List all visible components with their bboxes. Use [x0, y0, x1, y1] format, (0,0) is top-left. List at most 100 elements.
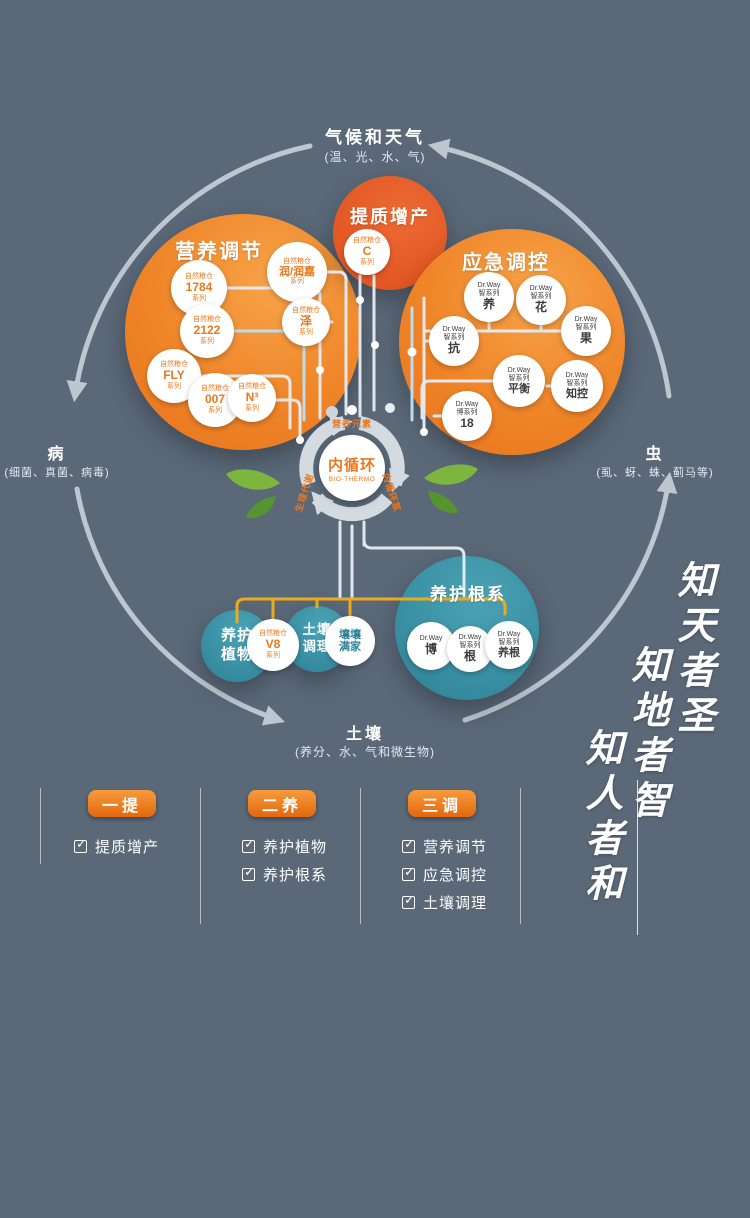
legend-item-label: 提质增产 [95, 839, 160, 856]
product-brand: 自然粮仓 [238, 383, 266, 391]
product-suffix: 系列 [167, 382, 181, 390]
product-suffix: 系列 [208, 406, 222, 414]
legend-button-eryang: 二养 [248, 790, 316, 817]
cycle-arrow-top-to-left [66, 143, 313, 403]
checkbox-checked-icon [402, 836, 416, 853]
product-name: 养根 [498, 646, 520, 659]
product-suffix: 系列 [200, 337, 214, 345]
product-circle-yanggen: Dr.Way 智系列 养根 [485, 621, 533, 669]
checkbox-checked-icon [402, 892, 416, 909]
product-brand: Dr.Way [442, 326, 466, 334]
product-circle-18: Dr.Way 博系列 18 [442, 391, 492, 441]
cluster-title-root-care: 养护根系 [430, 585, 506, 604]
product-brand: Dr.Way [419, 635, 443, 643]
legend-item-label: 土壤调理 [423, 895, 488, 912]
product-brand: 自然粮仓 [193, 316, 221, 324]
product-name: 1784 [185, 280, 213, 295]
outer-label-disease: 病 [47, 446, 67, 463]
legend-item: 土壤调理 [402, 892, 552, 913]
checkbox-checked-icon [242, 864, 256, 881]
product-name: 根 [463, 649, 476, 664]
product-circle-hua: Dr.Way 智系列 花 [516, 275, 566, 325]
legend-button-yiti: 一提 [88, 790, 156, 817]
product-suffix: 系列 [360, 258, 374, 266]
center-hub: 内循环 BIO-THERMO [319, 435, 385, 501]
product-name: 润/润嘉 [278, 265, 316, 278]
product-name: 泽 [299, 314, 312, 329]
product-name: 养 [482, 297, 495, 312]
product-brand: 自然粮仓 [292, 307, 320, 315]
product-series: 智系列 [530, 293, 552, 301]
legend-item-label: 营养调节 [423, 839, 488, 856]
hub-segment-top: 营养元素 [331, 419, 372, 429]
product-brand: Dr.Way [455, 401, 479, 409]
product-name: 满家 [339, 641, 361, 653]
recycle-ring [299, 414, 410, 522]
hub-subtitle: BIO-THERMO [328, 475, 376, 483]
outer-sublabel-disease: (细菌、真菌、病毒) [4, 467, 110, 479]
product-circle-guo: Dr.Way 智系列 果 [561, 306, 611, 356]
product-suffix: 系列 [245, 404, 259, 412]
product-series: 智系列 [459, 642, 481, 650]
product-circle-kang: Dr.Way 智系列 抗 [429, 316, 479, 366]
legend-divider [520, 788, 521, 924]
leaf-icon [246, 496, 276, 519]
product-circle-c-series: 自然粮仓 C 系列 [344, 229, 390, 275]
legend-item: 应急调控 [402, 864, 552, 885]
cluster-title-nutrition: 营养调节 [175, 241, 263, 263]
product-circle-run: 自然粮仓 润/润嘉 系列 [267, 242, 327, 302]
product-circle-ze: 自然粮仓 泽 系列 [282, 298, 330, 346]
calligraphy-divider-line [637, 780, 638, 935]
product-brand: 自然粮仓 [259, 630, 287, 638]
plant-care-title: 养护植物 [220, 627, 253, 663]
legend-divider [200, 788, 201, 924]
product-series: 智系列 [478, 290, 500, 298]
product-brand: Dr.Way [458, 634, 482, 642]
product-name: 2122 [193, 323, 221, 338]
product-brand: 自然粮仓 [353, 237, 381, 245]
node-dots [296, 296, 428, 444]
cycle-arrow-bottom-to-right [462, 471, 678, 723]
legend-item-label: 养护根系 [263, 867, 328, 884]
cluster-title-quality-yield: 提质增产 [350, 207, 430, 227]
product-name: 007 [204, 392, 226, 407]
cycle-arrow-right-to-top [427, 138, 672, 399]
outer-label-insect: 虫 [645, 446, 665, 463]
product-brand: 自然粮仓 [283, 258, 311, 266]
outer-sublabel-insect: (虱、蚜、蛛、蓟马等) [596, 467, 714, 479]
product-brand: Dr.Way [574, 316, 598, 324]
legend-divider [360, 788, 361, 924]
product-suffix: 系列 [290, 278, 304, 286]
product-suffix: 系列 [299, 328, 313, 336]
product-brand: Dr.Way [507, 367, 531, 375]
hub-title: 内循环 [327, 456, 376, 474]
legend-item-label: 应急调控 [423, 867, 488, 884]
calligraphy-phrase-2: 知地者智 [625, 645, 670, 825]
product-series: 博系列 [456, 409, 478, 417]
checkbox-checked-icon [74, 836, 88, 853]
product-name: 知控 [566, 387, 588, 400]
product-name: V8 [265, 637, 281, 652]
product-name: N³ [245, 390, 259, 405]
outer-sublabel-soil: (养分、水、气和微生物) [295, 745, 435, 759]
checkbox-checked-icon [242, 836, 256, 853]
leaf-icon [226, 469, 280, 490]
product-name: FLY [163, 368, 185, 383]
legend-divider [40, 788, 41, 864]
product-brand: Dr.Way [477, 282, 501, 290]
product-circle-2122: 自然粮仓 2122 系列 [180, 304, 234, 358]
calligraphy-phrase-1: 知天者圣 [671, 560, 716, 740]
yellow-connectors [235, 597, 507, 624]
product-suffix: 系列 [266, 651, 280, 659]
product-name: 抗 [447, 341, 460, 356]
product-brand: 自然粮仓 [185, 273, 213, 281]
product-circle-yang: Dr.Way 智系列 养 [464, 272, 514, 322]
legend-button-santiao: 三调 [408, 790, 476, 817]
product-circle-v8: 自然粮仓 V8 系列 [247, 619, 299, 671]
product-name: C [362, 244, 372, 259]
product-series: 智系列 [443, 334, 465, 342]
leaf-icon [428, 491, 458, 514]
legend-item: 养护根系 [242, 864, 392, 885]
